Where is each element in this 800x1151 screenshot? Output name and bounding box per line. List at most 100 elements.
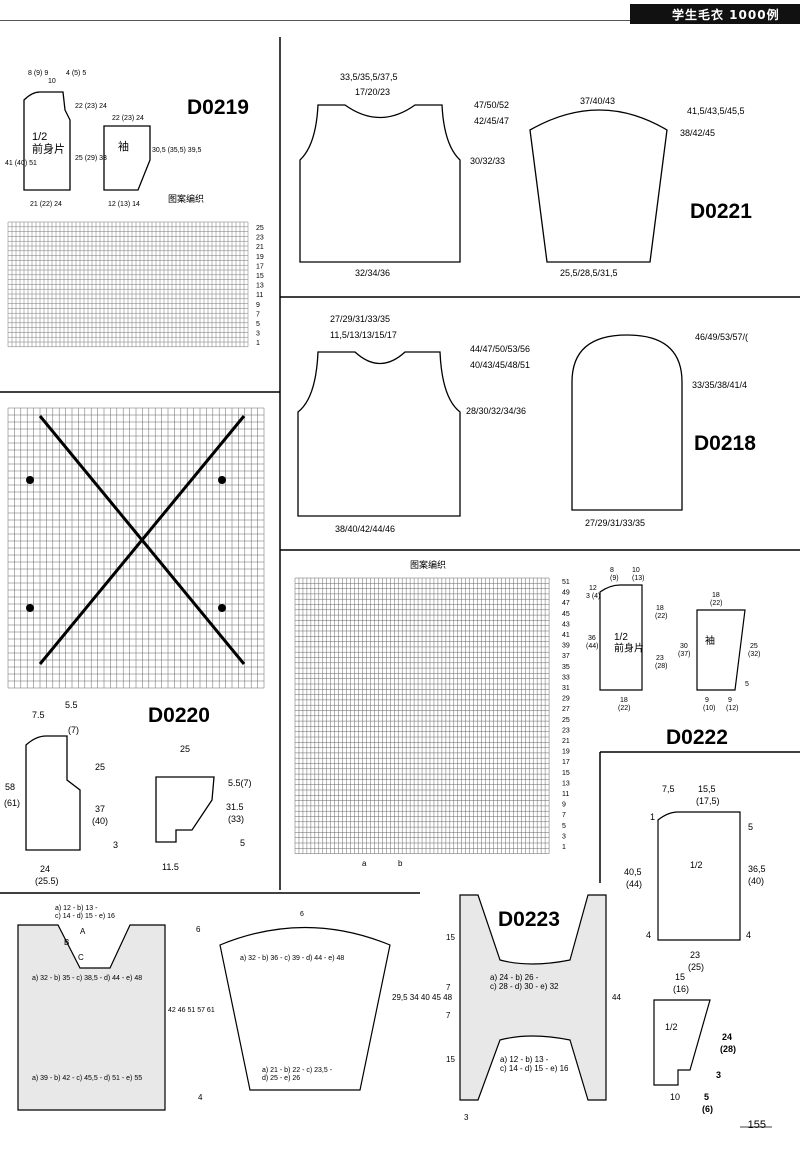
- code-d0221: D0221: [690, 200, 752, 223]
- d0223-sleeve-bottom: a) 21 - b) 22 - c) 23,5 -d) 25 - e) 26: [262, 1067, 333, 1082]
- d0223-yoke-h-1: 15: [446, 933, 455, 942]
- code-d0222: D0222: [666, 726, 728, 749]
- d0218-neck: 11,5/13/13/15/17: [330, 330, 397, 340]
- d0220-dim-11: (25.5): [35, 876, 59, 886]
- d0221-side: 30/32/33: [470, 156, 505, 166]
- d0222-row-19: 19: [562, 749, 570, 756]
- d0219-chart-note: 图案编织: [168, 193, 204, 204]
- d0222-back-dim-7: (44): [626, 879, 642, 889]
- d0222-row-27: 27: [562, 706, 570, 713]
- d0222-row-3: 3: [562, 833, 566, 840]
- d0223-yoke-schematic: [459, 894, 607, 1101]
- d0222-back-dim-3: (17,5): [696, 796, 720, 806]
- d0218-sleeve-h: 46/49/53/57/(: [695, 332, 748, 342]
- d0223-letter-b: B: [64, 938, 69, 947]
- d0220-dim-1: 7.5: [32, 710, 45, 720]
- d0222-sleeve-dim-9: (6): [702, 1104, 713, 1114]
- page-number: 155: [747, 1119, 766, 1131]
- d0222-sleeve-dim-6: 3: [716, 1070, 721, 1080]
- d0222-row-33: 33: [562, 674, 570, 681]
- d0223-letter-a: A: [80, 927, 86, 936]
- d0221-sleeve-h: 41,5/43,5/45,5: [687, 106, 745, 116]
- d0222-dim-13: 18: [620, 697, 628, 704]
- d0221-body-schematic: [299, 104, 461, 263]
- d0222-row-37: 37: [562, 653, 570, 660]
- d0222-back-schematic: [657, 811, 741, 941]
- d0219-dim-1: 8 (9) 9: [28, 70, 48, 77]
- d0222-row-43: 43: [562, 621, 570, 628]
- d0222-back-dim-12: 23: [690, 950, 700, 960]
- d0222-dim-10: (44): [586, 643, 598, 650]
- d0219-row-5: 5: [256, 321, 260, 328]
- d0223-sleeve-side: 29,5 34 40 45 48: [392, 993, 453, 1002]
- d0223-yoke-h-4: 15: [446, 1055, 455, 1064]
- d0220-sleeve-schematic: [155, 776, 215, 843]
- d0220-dim-8: 58: [5, 782, 15, 792]
- d0219-row-19: 19: [256, 254, 264, 261]
- d0222-back-dim-5: 5: [748, 822, 753, 832]
- d0222-sleeve-dim-4: 24: [722, 1032, 732, 1042]
- d0222-dim-1: 8: [610, 567, 614, 574]
- d0222-row-49: 49: [562, 590, 570, 597]
- header-band: [630, 4, 800, 24]
- d0222-row-1: 1: [562, 844, 566, 851]
- d0222-dim-11: 23: [656, 655, 664, 662]
- d0218-side: 28/30/32/34/36: [466, 406, 526, 416]
- d0222-dim-21: 5: [745, 681, 749, 688]
- d0219-front-schematic: [23, 91, 71, 191]
- d0220-body-schematic: [25, 735, 81, 851]
- d0222-back-dim-14: 1/2: [690, 860, 703, 870]
- d0222-dim-17: 30: [680, 643, 688, 650]
- d0220-dim-3: (7): [68, 725, 79, 735]
- d0219-dim-4: 22 (23) 24: [75, 103, 107, 110]
- d0222-back-dim-8: 36,5: [748, 864, 766, 874]
- d0221-sleeve-cap: 38/42/45: [680, 128, 715, 138]
- d0222-row-39: 39: [562, 643, 570, 650]
- d0222-row-7: 7: [562, 812, 566, 819]
- d0219-row-21: 21: [256, 244, 264, 251]
- d0220-dim-16: 5: [240, 838, 245, 848]
- d0222-back-dim-10: 4: [646, 930, 651, 940]
- d0221-bottom: 32/34/36: [355, 268, 390, 278]
- d0222-sleeve-dim-3: 1/2: [665, 1022, 678, 1032]
- d0222-row-21: 21: [562, 738, 570, 745]
- d0222-dim-15: 18: [712, 592, 720, 599]
- d0219-dim-9: 22 (23) 24: [112, 115, 144, 122]
- d0222-row-23: 23: [562, 727, 570, 734]
- d0222-dim-20: (32): [748, 651, 760, 658]
- d0220-dim-4: 25: [95, 762, 105, 772]
- d0222-dim-19: 25: [750, 643, 758, 650]
- d0223-neck-top: a) 12 - b) 13 -c) 14 - d) 15 - e) 16: [55, 905, 115, 920]
- d0222-row-25: 25: [562, 717, 570, 724]
- d0219-row-23: 23: [256, 235, 264, 242]
- d0220-dim-5: 37: [95, 804, 105, 814]
- d0219-row-17: 17: [256, 263, 264, 270]
- d0220-chart-grid: [7, 407, 265, 689]
- d0219-row-13: 13: [256, 283, 264, 290]
- d0223-sleeve-cap-h: 6: [196, 925, 201, 934]
- d0221-top-width: 33,5/35,5/37,5: [340, 72, 398, 82]
- d0223-sleeve-cuff: 4: [198, 1093, 203, 1102]
- d0222-dim-14: (22): [618, 705, 630, 712]
- d0222-row-13: 13: [562, 780, 570, 787]
- d0218-armhole: 40/43/45/48/51: [470, 360, 530, 370]
- d0218-sleeve-bottom: 27/29/31/33/35: [585, 518, 645, 528]
- d0219-dim-2: 10: [48, 78, 56, 85]
- d0223-sleeve-schematic: [219, 926, 391, 1091]
- d0223-yoke-h-3: 7: [446, 1011, 451, 1020]
- d0220-dim-6: (40): [92, 816, 108, 826]
- d0223-body-width: a) 32 - b) 35 - c) 38,5 - d) 44 - e) 48: [32, 975, 142, 982]
- d0222-row-11: 11: [562, 791, 569, 798]
- d0223-letter-c: C: [78, 953, 84, 962]
- d0220-dim-17: 11.5: [162, 862, 179, 872]
- d0221-neck: 17/20/23: [355, 87, 390, 97]
- d0218-sleeve-schematic: [571, 334, 683, 511]
- d0222-back-dim-6: 40,5: [624, 867, 642, 877]
- d0221-shoulder: 47/50/52: [474, 100, 509, 110]
- d0220-dim-9: (61): [4, 798, 20, 808]
- d0222-dim-25: (12): [726, 705, 738, 712]
- d0222-marker-b: b: [398, 859, 403, 868]
- d0219-dim-5: 25 (29) 33: [75, 155, 107, 162]
- d0222-chart-note: 图案编织: [410, 559, 446, 570]
